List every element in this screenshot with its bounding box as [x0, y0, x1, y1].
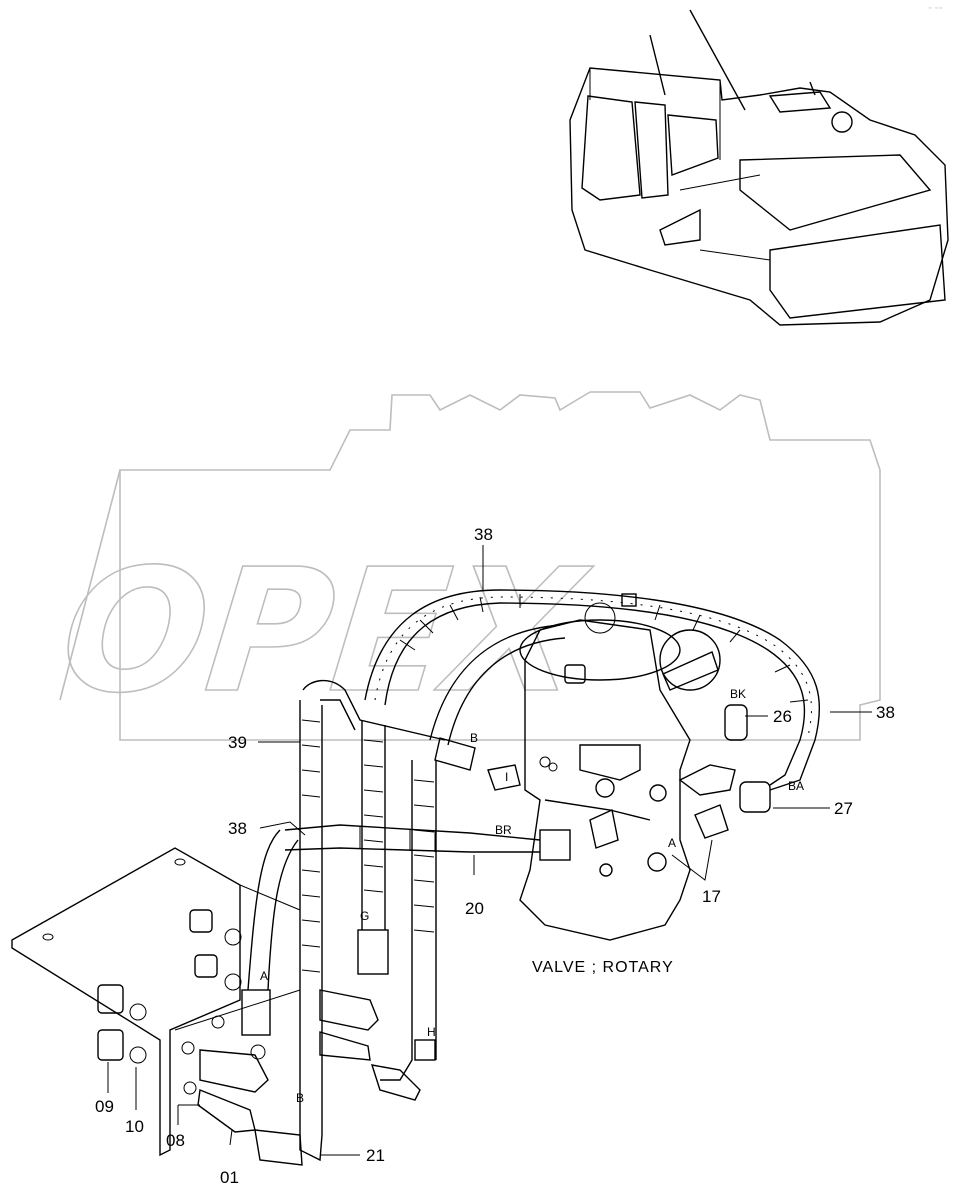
part-label-38-left: 38 [228, 819, 247, 838]
leader-lines [107, 545, 872, 1156]
rotary-valve-body [519, 593, 721, 941]
port-label-bk: BK [730, 687, 746, 701]
port-label-a-block: A [260, 969, 268, 983]
port-label-a-valve: A [668, 836, 676, 850]
part-label-17: 17 [702, 887, 721, 906]
part-label-26: 26 [773, 707, 792, 726]
port-labels: BK BA BR A A B B G H I [260, 687, 804, 1105]
port-label-ba: BA [788, 779, 804, 793]
watermark-text: OPEX [53, 533, 598, 730]
component-caption: VALVE ; ROTARY [532, 959, 674, 976]
opex-watermark: OPEX [52, 391, 881, 741]
part-label-20: 20 [465, 899, 484, 918]
part-label-39: 39 [228, 733, 247, 752]
port-label-br: BR [495, 823, 512, 837]
part-label-38-top: 38 [474, 525, 493, 544]
port-label-b-bottom: B [296, 1091, 304, 1105]
port-label-i: I [505, 770, 508, 784]
svg-text:⁻ ⁻⁻: ⁻ ⁻⁻ [928, 5, 943, 14]
valve-mounting-block [11, 847, 379, 1157]
part-label-27: 27 [834, 799, 853, 818]
hose-assemblies [241, 589, 821, 1166]
part-label-21: 21 [366, 1146, 385, 1165]
port-label-b-top: B [470, 731, 478, 745]
port-label-h: H [427, 1025, 436, 1039]
part-label-38-right: 38 [876, 703, 895, 722]
part-label-08: 08 [166, 1131, 185, 1150]
part-label-09: 09 [95, 1097, 114, 1116]
port-label-g: G [360, 909, 369, 923]
excavator-location-inset: ⁻ ⁻⁻ [569, 5, 949, 326]
part-callouts: 38 39 38 38 26 27 17 20 21 01 08 09 10 [95, 525, 895, 1187]
part-label-01: 01 [220, 1168, 239, 1187]
part-label-10: 10 [125, 1117, 144, 1136]
